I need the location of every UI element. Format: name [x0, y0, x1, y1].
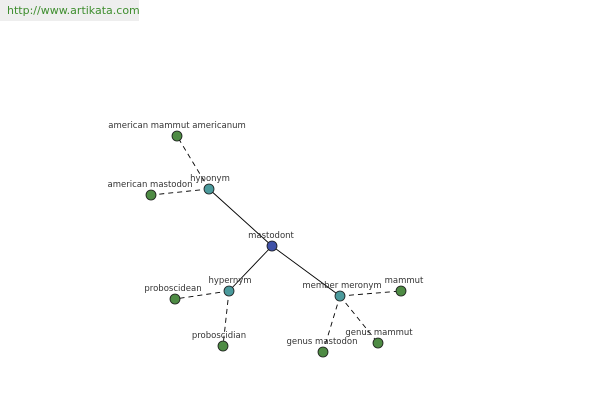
- edge-member-meronym-to-mammut: [339, 290, 402, 297]
- node-american-mammut-americanum[interactable]: [171, 130, 183, 142]
- labels-layer: mastodont hyponym hypernym member meronym am…: [108, 121, 425, 347]
- node-center[interactable]: [266, 240, 278, 252]
- node-label-genus-mastodon[interactable]: genus mastodon: [287, 337, 358, 347]
- node-label-proboscidean[interactable]: proboscidean: [144, 284, 201, 294]
- node-label-hypernym[interactable]: hypernym: [208, 276, 251, 286]
- edge-hyponym-to-american-mammut-americanum: [176, 135, 210, 190]
- node-hyponym[interactable]: [203, 183, 215, 195]
- edge-hyponym-to-american-mastodon: [150, 188, 210, 196]
- node-proboscidean[interactable]: [169, 293, 181, 305]
- node-mammut[interactable]: [395, 285, 407, 297]
- edge-center-to-hypernym: [228, 245, 273, 292]
- edge-center-to-member-meronym: [271, 245, 341, 297]
- node-label-american-mammut-americanum[interactable]: american mammut americanum: [108, 121, 246, 131]
- edges-layer: [150, 135, 402, 353]
- nodes-layer: [145, 130, 407, 358]
- node-genus-mastodon[interactable]: [317, 346, 329, 358]
- edge-hypernym-to-proboscidean: [174, 290, 230, 300]
- node-label-member-meronym[interactable]: member meronym: [302, 281, 381, 291]
- node-label-genus-mammut[interactable]: genus mammut: [345, 328, 413, 338]
- edge-member-meronym-to-genus-mastodon: [322, 295, 341, 353]
- node-american-mastodon[interactable]: [145, 189, 157, 201]
- edge-member-meronym-to-genus-mammut: [339, 295, 379, 344]
- node-label-mammut[interactable]: mammut: [385, 276, 424, 286]
- watermark-link[interactable]: http://www.artikata.com: [0, 0, 140, 21]
- edge-hypernym-to-proboscidian: [222, 290, 230, 347]
- node-label-american-mastodon[interactable]: american mastodon: [108, 180, 193, 190]
- node-genus-mammut[interactable]: [372, 337, 384, 349]
- node-label-proboscidian[interactable]: proboscidian: [192, 331, 246, 341]
- node-member-meronym[interactable]: [334, 290, 346, 302]
- edge-center-to-hyponym: [208, 188, 273, 247]
- node-hypernym[interactable]: [223, 285, 235, 297]
- node-proboscidian[interactable]: [217, 340, 229, 352]
- node-label-center[interactable]: mastodont: [248, 231, 294, 241]
- node-label-hyponym[interactable]: hyponym: [190, 174, 230, 184]
